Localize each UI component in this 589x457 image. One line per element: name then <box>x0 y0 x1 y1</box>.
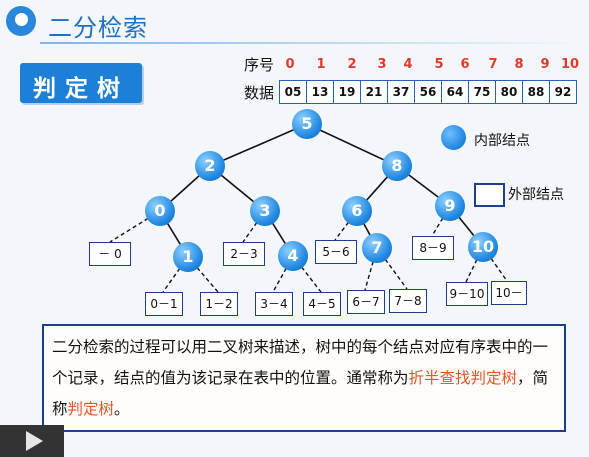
external-node: － 0 <box>89 242 131 266</box>
section-badge: 判定树 <box>20 63 142 103</box>
external-node: 10－ <box>491 281 527 305</box>
index-1: 1 <box>316 57 326 72</box>
external-node: 6－7 <box>347 290 385 314</box>
data-cell: 92 <box>554 85 572 99</box>
internal-node-legend-icon <box>441 125 466 150</box>
index-label: 序号 <box>244 56 275 74</box>
external-node: 8－9 <box>412 236 454 260</box>
title-underline <box>40 42 580 44</box>
external-node: 0－1 <box>145 292 183 316</box>
index-8: 8 <box>514 57 524 72</box>
data-cell: 75 <box>469 81 496 103</box>
external-node: 1－2 <box>200 292 238 316</box>
internal-node-legend-label: 内部结点 <box>474 133 530 149</box>
index-4: 4 <box>403 57 413 72</box>
internal-node: 9 <box>435 191 465 221</box>
page-title: 二分检索 <box>48 14 148 42</box>
internal-node: 6 <box>342 196 372 226</box>
description-part-3: 。 <box>114 400 130 418</box>
index-0: 0 <box>285 57 295 72</box>
external-node: 7－8 <box>389 289 427 313</box>
external-node: 9－10 <box>446 282 488 306</box>
external-node: 3－4 <box>255 292 293 316</box>
data-table: 05 13 19 21 37 56 64 75 80 88 92 <box>279 80 577 104</box>
data-cell: 05 <box>280 81 307 103</box>
description-text: 二分检索的过程可以用二叉树来描述，树中的每个结点对应有序表中的一个记录，结点的值… <box>52 332 558 425</box>
index-2: 2 <box>347 57 357 72</box>
index-9: 9 <box>540 57 550 72</box>
data-cell: 64 <box>442 81 469 103</box>
highlight-term-2: 判定树 <box>67 400 115 418</box>
index-10: 10 <box>560 57 580 72</box>
data-cell: 88 <box>523 81 550 103</box>
internal-node: 1 <box>173 242 203 272</box>
external-node: 2－3 <box>223 242 265 266</box>
data-cell: 21 <box>361 81 388 103</box>
index-7: 7 <box>488 57 498 72</box>
internal-node: 2 <box>195 151 225 181</box>
external-node: 5－6 <box>315 240 357 264</box>
data-cell: 13 <box>307 81 334 103</box>
description-part-1: 二分检索的过程可以用二叉树来描述，树中的每个结点对应有序表中的一个记录，结点的值… <box>52 338 549 387</box>
data-cell: 56 <box>415 81 442 103</box>
index-6: 6 <box>460 57 470 72</box>
index-3: 3 <box>377 57 387 72</box>
data-cell: 80 <box>496 81 523 103</box>
internal-node: 4 <box>278 241 308 271</box>
internal-node: 8 <box>382 151 412 181</box>
internal-node: 7 <box>362 233 392 263</box>
data-label: 数据 <box>244 84 275 102</box>
internal-node: 3 <box>250 196 280 226</box>
index-5: 5 <box>434 57 444 72</box>
description-part-2: ，简称 <box>52 369 549 418</box>
external-node-legend-icon <box>474 183 505 207</box>
internal-node: 0 <box>145 196 175 226</box>
external-node: 4－5 <box>303 292 341 316</box>
description-box: 二分检索的过程可以用二叉树来描述，树中的每个结点对应有序表中的一个记录，结点的值… <box>42 324 566 432</box>
section-badge-label: 判定树 <box>33 76 129 102</box>
internal-node: 5 <box>292 109 322 139</box>
header-bar: 二分检索 <box>0 0 589 52</box>
data-cell: 37 <box>388 81 415 103</box>
play-icon[interactable] <box>26 431 43 451</box>
external-node-legend-label: 外部结点 <box>508 187 564 203</box>
highlight-term-1: 折半查找判定树 <box>408 369 518 387</box>
data-cell: 19 <box>334 81 361 103</box>
title-dot-center <box>15 13 28 26</box>
internal-node: 10 <box>468 232 498 262</box>
